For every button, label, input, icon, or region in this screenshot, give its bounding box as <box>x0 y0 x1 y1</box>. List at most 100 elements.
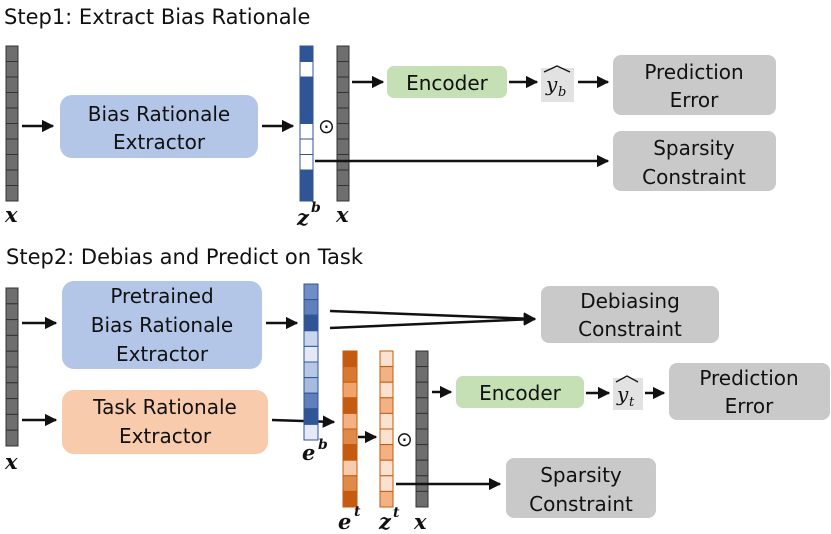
token-cell <box>303 392 319 410</box>
token-cell <box>299 61 314 78</box>
token-cell <box>415 490 429 508</box>
token-cell <box>5 61 19 78</box>
token-cell <box>342 459 358 477</box>
token-cell <box>336 92 350 109</box>
token-cell <box>5 319 19 336</box>
step2-pred-error-line2: Error <box>725 394 775 418</box>
step2-yhat-sub: t <box>629 395 635 410</box>
step1-hadamard-op: ⊙ <box>318 114 335 138</box>
step2-hadamard-op: ⊙ <box>396 427 413 451</box>
step1-output-x-label: x <box>335 202 349 227</box>
step2-pretrained-line2: Bias Rationale <box>91 313 233 337</box>
token-cell <box>336 76 350 93</box>
token-cell <box>303 330 319 347</box>
step2-debias-line1: Debiasing <box>580 289 680 313</box>
token-cell <box>5 398 19 415</box>
token-cell <box>5 334 19 352</box>
token-cell <box>303 408 319 425</box>
token-cell <box>342 366 358 383</box>
step1-input-x-label: x <box>4 202 18 227</box>
step1-extractor-line2: Extractor <box>113 130 206 154</box>
step1-sparsity-line2: Constraint <box>642 165 746 189</box>
token-cell <box>342 397 358 414</box>
step1-encoder-label: Encoder <box>406 71 489 95</box>
step2-et-label: e <box>338 509 351 534</box>
step1-masked-tokens <box>336 45 350 202</box>
token-cell <box>379 475 394 492</box>
step2-title: Step2: Debias and Predict on Task <box>6 245 364 269</box>
token-cell <box>336 61 350 78</box>
token-cell <box>303 345 319 363</box>
token-cell <box>5 107 19 124</box>
token-cell <box>342 350 358 368</box>
step2-yhat-base: y <box>616 382 629 406</box>
token-cell <box>336 45 350 62</box>
step2-bias-embedding-eb <box>303 283 319 441</box>
token-cell <box>379 459 394 477</box>
token-cell <box>299 185 314 202</box>
step2-task-embedding-et <box>342 350 358 508</box>
token-cell <box>342 428 358 446</box>
token-cell <box>342 381 358 399</box>
token-cell <box>303 299 319 316</box>
token-cell <box>379 350 394 368</box>
token-cell <box>5 45 19 62</box>
step2-task-rationale-extractor: Task Rationale Extractor <box>62 390 268 454</box>
token-cell <box>379 428 394 446</box>
token-cell <box>5 303 19 321</box>
token-cell <box>342 444 358 461</box>
step1-sparsity-line1: Sparsity <box>653 136 735 160</box>
token-cell <box>299 123 314 140</box>
step1-pred-error-line2: Error <box>670 88 720 112</box>
token-cell <box>303 314 319 332</box>
step1-mask-zb <box>299 45 314 202</box>
token-cell <box>303 361 319 379</box>
step2-arrow-eb-debias-2 <box>329 313 537 330</box>
token-cell <box>303 283 319 301</box>
token-cell <box>415 397 429 414</box>
step2-input-tokens <box>5 287 19 447</box>
step2-pretrained-line1: Pretrained <box>110 284 213 308</box>
token-cell <box>415 459 429 477</box>
token-cell <box>415 381 429 399</box>
token-cell <box>5 138 19 155</box>
token-cell <box>415 428 429 446</box>
token-cell <box>299 76 314 93</box>
token-cell <box>379 381 394 399</box>
token-cell <box>415 366 429 383</box>
step1-prediction-yhat-b: y b <box>541 65 574 102</box>
token-cell <box>299 138 314 155</box>
token-cell <box>5 185 19 202</box>
token-cell <box>379 412 394 430</box>
step2-debias-line2: Constraint <box>578 317 682 341</box>
step1-bias-rationale-extractor: Bias Rationale Extractor <box>60 95 258 158</box>
step2-task-line1: Task Rationale <box>92 395 237 419</box>
step2-prediction-yhat-t: y t <box>613 375 643 410</box>
step2-output-x-label: x <box>413 509 427 534</box>
token-cell <box>336 169 350 186</box>
step2-sparsity-line1: Sparsity <box>540 463 622 487</box>
token-cell <box>5 366 19 384</box>
token-cell <box>342 490 358 508</box>
token-cell <box>5 429 19 447</box>
token-cell <box>415 350 429 368</box>
step2-masked-tokens <box>415 350 429 508</box>
token-cell <box>379 490 394 508</box>
token-cell <box>303 377 319 394</box>
step2-prediction-error: Prediction Error <box>669 363 830 420</box>
step1-input-tokens <box>5 45 19 202</box>
step1-sparsity-constraint: Sparsity Constraint <box>613 131 776 191</box>
token-cell <box>299 154 314 171</box>
step1-prediction-error: Prediction Error <box>613 55 776 115</box>
token-cell <box>336 185 350 202</box>
token-cell <box>379 397 394 414</box>
step1-pred-error-line1: Prediction <box>644 60 743 84</box>
step2-mask-zt <box>379 350 394 508</box>
token-cell <box>299 45 314 62</box>
token-cell <box>5 76 19 93</box>
token-cell <box>415 412 429 430</box>
token-cell <box>303 423 319 441</box>
step2-pretrained-line3: Extractor <box>116 342 209 366</box>
step2-encoder: Encoder <box>456 376 584 408</box>
